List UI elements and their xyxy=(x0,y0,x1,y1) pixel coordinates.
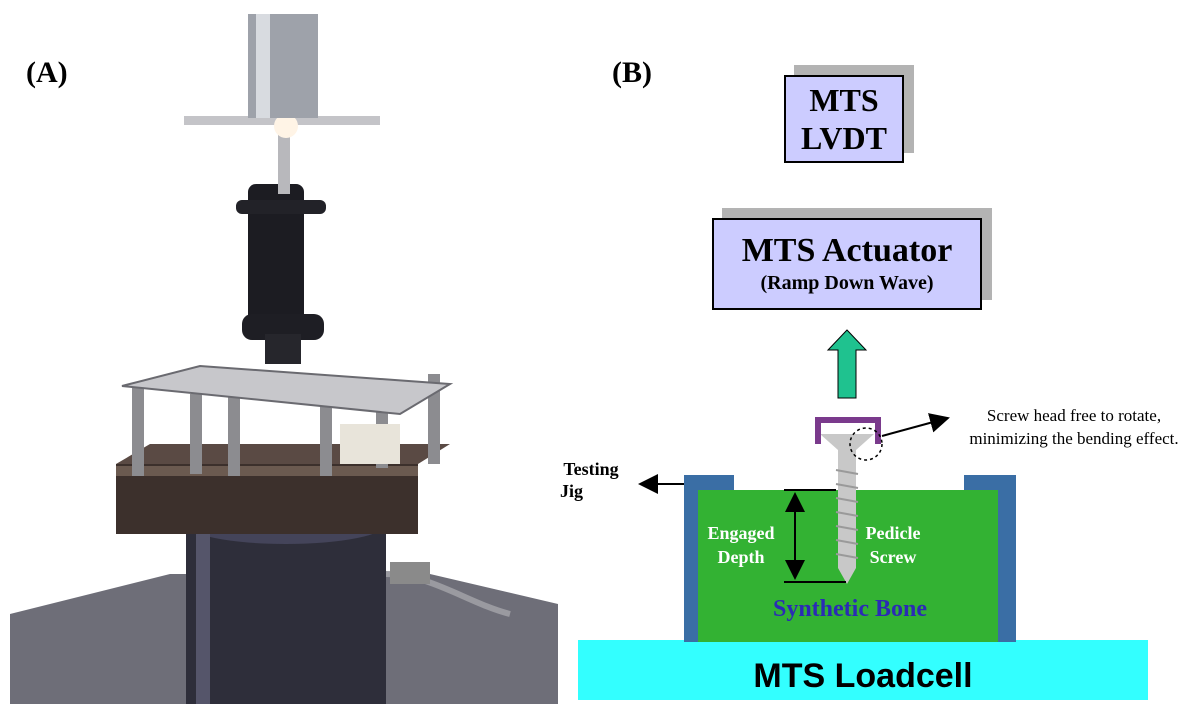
synthetic-bone-label: Synthetic Bone xyxy=(772,596,927,622)
screw-note-line-1: Screw head free to rotate, xyxy=(986,406,1162,425)
lvdt-line-2: LVDT xyxy=(801,120,887,156)
engaged-line-2: Depth xyxy=(717,547,765,567)
pull-direction-arrow xyxy=(826,329,868,399)
screw-note: Screw head free to rotate, minimizing th… xyxy=(954,404,1194,450)
panel-b-label: (B) xyxy=(612,56,652,89)
pedicle-screw-label: Pedicle Screw xyxy=(852,521,934,569)
rotation-circle xyxy=(849,427,883,461)
loadcell-block xyxy=(578,640,1148,700)
loadcell-label: MTS Loadcell xyxy=(753,657,973,695)
screw-note-line-2: minimizing the bending effect. xyxy=(969,429,1179,448)
actuator-box: MTS Actuator (Ramp Down Wave) xyxy=(712,218,982,310)
jig-line-2: Jig xyxy=(560,481,584,501)
screw-line-1: Pedicle xyxy=(865,523,921,543)
engaged-depth-label: Engaged Depth xyxy=(700,521,782,569)
actuator-subtitle: (Ramp Down Wave) xyxy=(760,272,934,294)
lvdt-line-1: MTS xyxy=(809,82,879,118)
screw-holder xyxy=(815,417,881,444)
jig-line-1: Testing xyxy=(563,459,619,479)
testing-jig-label: Testing Jig xyxy=(556,458,626,502)
pedicle-screw xyxy=(820,434,874,584)
test-setup-photo xyxy=(10,14,558,704)
screw-line-2: Screw xyxy=(869,547,917,567)
engaged-line-1: Engaged xyxy=(707,523,775,543)
actuator-title: MTS Actuator xyxy=(741,232,953,269)
lvdt-box: MTS LVDT xyxy=(784,75,904,163)
panel-a-label: (A) xyxy=(26,56,68,89)
